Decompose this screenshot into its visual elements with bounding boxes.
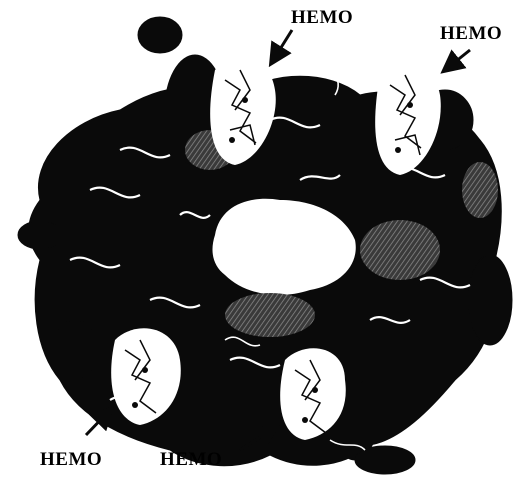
heme-label-bottom-left: HEMO	[40, 450, 102, 469]
heme-label-bottom-center: HEMO	[160, 450, 222, 469]
arrow-2	[445, 50, 470, 70]
heme-label-top-right: HEMO	[440, 24, 502, 43]
arrow-1	[272, 30, 292, 62]
heme-label-top-center: HEMO	[291, 8, 353, 27]
